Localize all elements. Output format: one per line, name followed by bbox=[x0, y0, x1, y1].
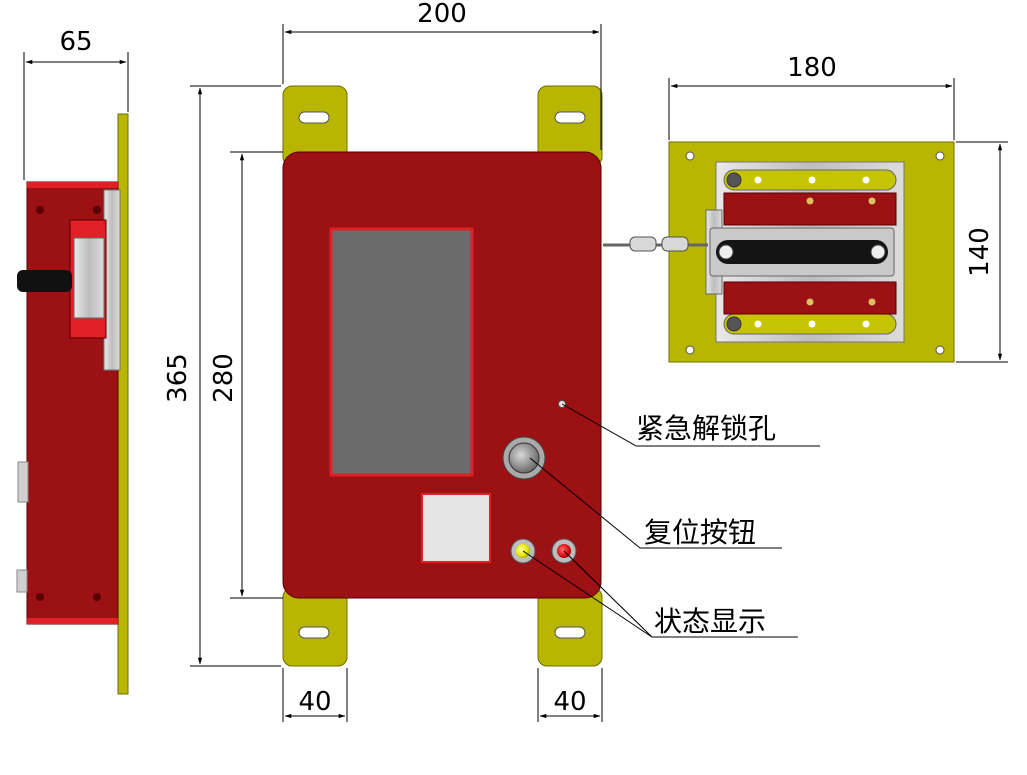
rail-screw bbox=[726, 316, 742, 332]
rail-hole bbox=[754, 320, 762, 328]
dim-plate-width-value: 180 bbox=[787, 53, 837, 83]
side-button-stub bbox=[17, 461, 29, 503]
side-body-top-edge bbox=[27, 182, 118, 188]
dim-ear-left: 40 bbox=[282, 668, 348, 722]
rail-hole bbox=[754, 176, 762, 184]
reset-button bbox=[508, 442, 540, 474]
tongue-slot bbox=[716, 240, 888, 264]
slot bbox=[554, 111, 586, 124]
block-screw bbox=[868, 298, 876, 306]
plate-view bbox=[603, 141, 955, 363]
dim-front-body-height: 280 bbox=[209, 151, 283, 599]
dim-front-body-height-value: 280 bbox=[209, 353, 239, 403]
side-view bbox=[16, 113, 129, 695]
rail-hole bbox=[862, 320, 870, 328]
side-latch bbox=[73, 237, 105, 319]
white-window bbox=[421, 493, 491, 563]
dim-front-width: 200 bbox=[282, 0, 602, 150]
plate-hole bbox=[685, 151, 695, 161]
dim-plate-width: 180 bbox=[668, 53, 955, 140]
rail-hole bbox=[808, 176, 816, 184]
dim-front-width-value: 200 bbox=[417, 0, 467, 29]
red-block-bottom bbox=[723, 281, 897, 315]
slot bbox=[554, 626, 586, 639]
dim-front-total-height-value: 365 bbox=[163, 353, 193, 403]
block-screw bbox=[806, 197, 814, 205]
rail-hole bbox=[808, 320, 816, 328]
slot bbox=[298, 626, 330, 639]
rail-hole bbox=[862, 176, 870, 184]
display-screen bbox=[329, 227, 474, 477]
side-cable bbox=[17, 270, 72, 292]
label-emergency-unlock: 紧急解锁孔 bbox=[636, 412, 776, 445]
slot bbox=[298, 111, 330, 124]
dim-side-depth: 65 bbox=[23, 27, 129, 180]
front-view bbox=[282, 85, 603, 667]
dim-side-depth-value: 65 bbox=[59, 27, 92, 57]
label-status-display: 状态显示 bbox=[654, 605, 766, 638]
dim-ear-left-value: 40 bbox=[298, 687, 331, 717]
side-screw bbox=[36, 206, 44, 214]
tongue-pin bbox=[718, 244, 734, 260]
rail-screw bbox=[726, 172, 742, 188]
side-screw bbox=[93, 593, 101, 601]
callout-reset-button: 复位按钮 bbox=[529, 457, 782, 549]
tongue-pin bbox=[870, 244, 886, 260]
block-screw bbox=[806, 298, 814, 306]
chain-link bbox=[661, 236, 689, 252]
block-screw bbox=[868, 197, 876, 205]
side-screw bbox=[93, 206, 101, 214]
dim-front-total-height: 365 bbox=[163, 85, 281, 667]
side-lamp-stub bbox=[16, 569, 28, 593]
dim-plate-height: 140 bbox=[956, 141, 1008, 363]
label-reset-button: 复位按钮 bbox=[644, 516, 756, 549]
chain-link bbox=[629, 236, 657, 252]
callout-status-display: 状态显示 bbox=[522, 550, 798, 638]
side-screw bbox=[36, 593, 44, 601]
side-body-bottom-edge bbox=[27, 618, 118, 624]
plate-hole bbox=[935, 345, 945, 355]
plate-hole bbox=[685, 345, 695, 355]
dim-ear-right-value: 40 bbox=[553, 687, 586, 717]
dim-plate-height-value: 140 bbox=[965, 227, 995, 277]
dim-ear-right: 40 bbox=[537, 668, 603, 722]
plate-hole bbox=[935, 151, 945, 161]
callout-emergency-unlock: 紧急解锁孔 bbox=[561, 403, 820, 447]
